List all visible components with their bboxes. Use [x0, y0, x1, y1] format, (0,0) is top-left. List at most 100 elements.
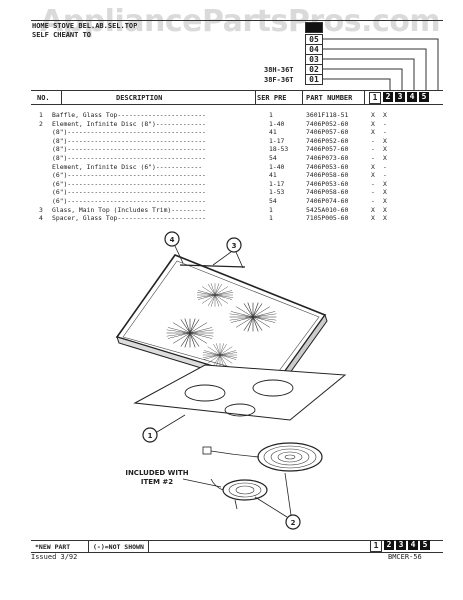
part-description: Glass, Main Top (Includes Trim)---------: [52, 205, 206, 214]
model-1-mark: X: [371, 205, 375, 214]
model-2-mark: X: [383, 214, 387, 223]
included-leader: [182, 478, 222, 488]
model-2-mark: X: [383, 136, 387, 145]
item-2-label: ITEM #2: [141, 478, 173, 486]
model-1-mark: -: [371, 154, 375, 162]
element-8-inch: [202, 442, 323, 472]
part-no: 1: [39, 111, 43, 119]
footer-num-5: 5: [420, 540, 430, 550]
part-number: 7406P058-60: [306, 171, 349, 180]
footer-num-3: 3: [396, 540, 406, 550]
legend-new-part: *NEW PART: [35, 543, 71, 551]
table-row: (6")------------------------------------…: [31, 180, 443, 189]
callout-2: 2: [291, 519, 296, 527]
part-number: 7406P074-60: [306, 197, 349, 205]
part-number: 7406P052-60: [306, 136, 349, 145]
table-row: (6")------------------------------------…: [31, 197, 443, 206]
divider: [302, 90, 303, 104]
part-description: (8")------------------------------------: [52, 145, 206, 154]
watermark: AppliancePartsPros.com: [40, 4, 441, 39]
serial-prefix: 41: [269, 128, 277, 137]
part-description: Spacer, Glass Top-----------------------: [52, 214, 206, 223]
model-1-mark: X: [371, 162, 375, 171]
exploded-diagram: 4 3 1 2 INCLUDED WITH ITEM #2: [115, 231, 347, 530]
part-description: (6")------------------------------------: [52, 188, 206, 197]
part-description: (8")------------------------------------: [52, 128, 206, 137]
table-row: (8")------------------------------------…: [31, 154, 443, 163]
model-1-mark: -: [371, 188, 375, 197]
model-1-mark: X: [371, 119, 375, 128]
model-1-mark: -: [371, 136, 375, 145]
header-line2: SELF CHEANT TO: [32, 31, 92, 39]
callout-1: 1: [148, 432, 153, 440]
model-2-mark: X: [383, 179, 387, 188]
serial-prefix: 54: [269, 154, 277, 162]
serial-prefix: 1-53: [269, 188, 285, 197]
model-1-mark: X: [371, 171, 375, 180]
part-description: (6")------------------------------------: [52, 171, 206, 180]
header-line1: HOME STOVE BEL.AB.SEL.TOP: [32, 22, 138, 30]
model-38f: 38F-36T: [264, 76, 294, 84]
col-ser-pre: SER PRE: [257, 94, 287, 102]
part-description: (8")------------------------------------: [52, 154, 206, 162]
footer-bar: *NEW PART (-)=NOT SHOWN: [31, 540, 443, 553]
table-row: 1 Baffle, Glass Top----------------------…: [31, 111, 443, 120]
serial-prefix: 1: [269, 214, 273, 223]
part-description: (6")------------------------------------: [52, 179, 206, 188]
callout-3: 3: [232, 242, 237, 250]
divider: [364, 90, 365, 104]
footer-num-2: 2: [384, 540, 394, 550]
model-2-mark: -: [383, 171, 387, 180]
table-row: Element, Infinite Disc (6")------------1…: [31, 163, 443, 172]
model-2-mark: X: [383, 197, 387, 205]
serial-prefix: 1: [269, 205, 273, 214]
serial-prefix: 18-53: [269, 145, 289, 154]
model-1-mark: X: [371, 111, 375, 119]
serial-prefix: 1-40: [269, 119, 285, 128]
col-description: DESCRIPTION: [116, 94, 163, 102]
model-38h: 38H-36T: [264, 66, 294, 74]
part-number: 7105P005-60: [306, 214, 349, 223]
model-1-mark: X: [371, 214, 375, 223]
issued-date: Issued 3/92: [31, 553, 78, 561]
spacer-strip: [179, 264, 246, 268]
part-number: 7406P057-60: [306, 145, 349, 154]
model-2-mark: -: [383, 162, 387, 171]
part-no: 4: [39, 214, 43, 223]
baffle: [133, 364, 347, 421]
table-row: (8")------------------------------------…: [31, 145, 443, 154]
callouts: [142, 231, 301, 530]
part-number: 7406P058-60: [306, 188, 349, 197]
table-row: 4 Spacer, Glass Top----------------------…: [31, 214, 443, 223]
table-row: (8")------------------------------------…: [31, 137, 443, 146]
part-number: 3601F118-51: [306, 111, 349, 119]
col-num-3: 3: [395, 92, 405, 102]
part-description: (6")------------------------------------: [52, 197, 206, 205]
part-description: Element, Infinite Disc (6")------------: [52, 162, 203, 171]
document-number: BMCER-56: [388, 553, 422, 561]
col-no: NO.: [37, 94, 50, 102]
model-2-mark: X: [383, 188, 387, 197]
col-num-5: 5: [419, 92, 429, 102]
divider: [61, 90, 62, 104]
part-description: Baffle, Glass Top-----------------------: [52, 111, 206, 119]
table-row: (6")------------------------------------…: [31, 188, 443, 197]
legend-not-shown: (-)=NOT SHOWN: [93, 543, 144, 551]
table-row: (8")------------------------------------…: [31, 128, 443, 137]
part-number: 7406P053-60: [306, 162, 349, 171]
code-bracket-lines: [322, 38, 439, 90]
model-1-mark: -: [371, 197, 375, 205]
divider: [148, 540, 149, 552]
serial-prefix: 1: [269, 111, 273, 119]
footer-num-1: 1: [370, 540, 382, 552]
model-2-mark: -: [383, 128, 387, 137]
footer-num-4: 4: [408, 540, 418, 550]
model-2-mark: X: [383, 205, 387, 214]
col-num-1: 1: [369, 92, 381, 104]
model-2-mark: X: [383, 111, 387, 119]
serial-prefix: 1-17: [269, 179, 285, 188]
part-number: 7406P073-60: [306, 154, 349, 162]
model-1-mark: X: [371, 128, 375, 137]
code-box-black: [305, 22, 323, 33]
